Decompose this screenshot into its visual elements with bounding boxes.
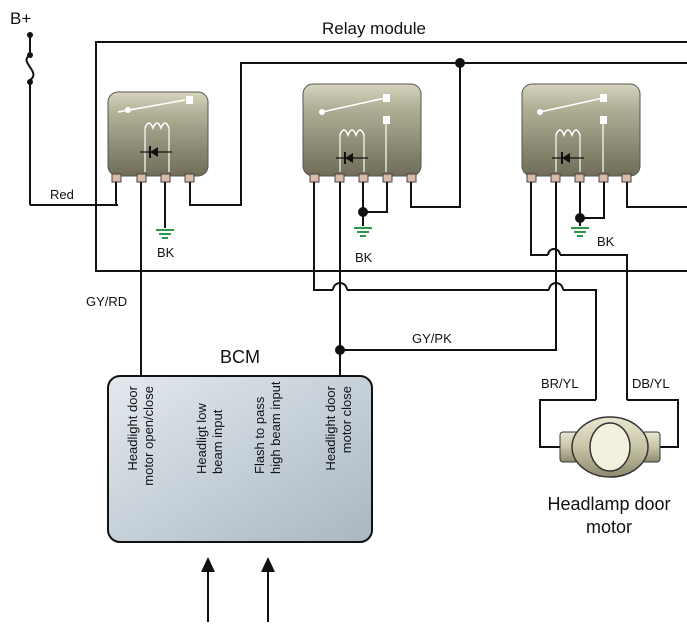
ground-label: BK bbox=[597, 234, 615, 249]
bcm-pin-2-line2: beam input bbox=[210, 409, 225, 474]
ground-icon: BK bbox=[354, 227, 373, 265]
wire-label-db-yl: DB/YL bbox=[632, 376, 670, 391]
bcm-title: BCM bbox=[220, 347, 260, 367]
motor-label-line1: Headlamp door bbox=[547, 494, 670, 514]
bcm-pin-1-line1: Headlight door bbox=[125, 385, 140, 470]
module-wiring bbox=[115, 58, 687, 228]
bcm-pin-3-line2: high beam input bbox=[268, 381, 283, 474]
arrow-up-icon bbox=[201, 557, 215, 622]
arrow-up-icon bbox=[261, 557, 275, 622]
bcm-pin-4-line1: Headlight door bbox=[323, 385, 338, 470]
relay-module-title: Relay module bbox=[322, 19, 426, 38]
ground-label: BK bbox=[355, 250, 373, 265]
b-plus-label: B+ bbox=[10, 9, 31, 28]
wire-label-gy-rd: GY/RD bbox=[86, 294, 127, 309]
relay-module: Relay module bbox=[95, 19, 687, 272]
motor-icon bbox=[559, 416, 661, 478]
motor-label-line2: motor bbox=[586, 517, 632, 537]
fuse-icon bbox=[25, 52, 35, 85]
relay-3 bbox=[521, 83, 641, 183]
ground-icon: BK bbox=[571, 227, 615, 249]
ground-icon: BK bbox=[156, 229, 175, 260]
wire-label-br-yl: BR/YL bbox=[541, 376, 579, 391]
bcm-module: BCM Headlight door motor open/close Head… bbox=[107, 347, 373, 543]
wire-label-gy-pk: GY/PK bbox=[412, 331, 452, 346]
bcm-pin-1-line2: motor open/close bbox=[141, 386, 156, 486]
power-supply: B+ Red bbox=[10, 9, 118, 206]
bcm-pin-3-line1: Flash to pass bbox=[252, 396, 267, 474]
ground-label: BK bbox=[157, 245, 175, 260]
bcm-pin-4-line2: motor close bbox=[339, 386, 354, 453]
bcm-pin-2-line1: Headligt low bbox=[194, 403, 209, 474]
relay-1 bbox=[107, 91, 209, 183]
external-wiring: GY/RD GY/PK BR/YL DB/YL bbox=[86, 182, 679, 448]
relay-2 bbox=[302, 83, 422, 183]
wire-label-red: Red bbox=[50, 187, 74, 202]
